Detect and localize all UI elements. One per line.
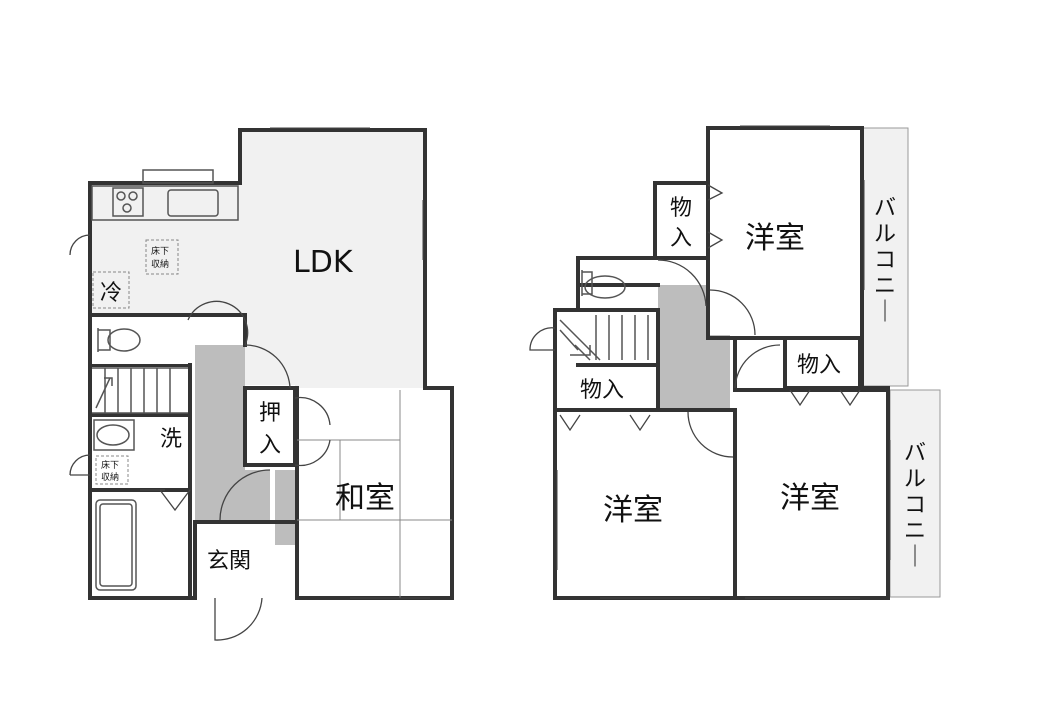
wall-stair-mono — [553, 308, 660, 412]
room-door-icon — [734, 344, 781, 389]
bathtub-icon — [95, 499, 137, 591]
side-door-icon — [69, 454, 91, 476]
side-door-icon — [69, 234, 91, 256]
label-oshiire: 押 入 — [259, 401, 288, 458]
wall-toilet-stair — [88, 363, 192, 600]
label-ldk: LDK — [293, 245, 354, 280]
closet-door-icon — [707, 184, 724, 249]
hallway-2f — [658, 285, 730, 410]
toilet-door-icon — [187, 300, 249, 346]
floor-1: LDK 和室 玄関 冷 洗 押 入 床下 収納 床下 収納 — [69, 127, 454, 641]
stove-icon — [112, 187, 144, 217]
toilet-tank-icon — [581, 270, 593, 296]
room-door-icon — [687, 411, 734, 458]
closet-door-icon — [559, 414, 651, 432]
label-yoshitsu-top: 洋室 — [745, 221, 805, 256]
toilet-icon — [584, 275, 626, 299]
kitchen-counter — [91, 185, 239, 221]
label-balcony-top: バルコニ｜ — [874, 196, 896, 325]
ldk-floor — [90, 130, 425, 388]
stairs-floor2 — [559, 315, 649, 361]
label-underfloor-top: 床下 収納 — [151, 245, 172, 270]
closet-door-icon — [789, 389, 861, 407]
tatami-lines — [297, 390, 452, 598]
label-mono-top: 物 入 — [670, 196, 699, 251]
label-genkan: 玄関 — [207, 549, 251, 574]
label-mono-right: 物入 — [797, 353, 841, 378]
label-washitsu: 和室 — [335, 481, 395, 516]
bathtub-inner — [99, 503, 133, 587]
underfloor-storage-box — [95, 455, 129, 485]
burner-icon — [116, 191, 126, 201]
fridge-box — [92, 271, 130, 309]
balcony-top — [861, 127, 909, 387]
stairs-floor1 — [92, 367, 188, 414]
label-yoshitsu-left: 洋室 — [603, 493, 663, 528]
hall-strip — [275, 470, 297, 545]
toilet-icon — [107, 328, 141, 352]
label-rei: 冷 — [100, 281, 122, 306]
sink — [167, 189, 219, 217]
side-door-icon — [529, 327, 556, 351]
mono-right-wall — [783, 338, 862, 390]
washbasin-icon — [96, 424, 130, 446]
label-mono-mid: 物入 — [580, 378, 624, 403]
underfloor-storage-box — [145, 239, 179, 275]
toilet-door-icon — [657, 259, 707, 307]
oshiire-door-icon — [294, 396, 331, 467]
wash-door-icon — [159, 489, 191, 512]
toilet-tank-icon — [97, 328, 111, 352]
floor-2: 洋室 洋室 洋室 物 入 物入 物入 バルコニ｜ バルコニ｜ — [529, 125, 941, 600]
label-underfloor-bottom: 床下 収納 — [101, 459, 122, 483]
label-balcony-bottom: バルコニ｜ — [904, 441, 926, 570]
burner-icon — [128, 191, 138, 201]
burner-icon — [122, 203, 132, 213]
ldk-door-icon — [244, 344, 291, 389]
room-door-icon — [709, 289, 756, 336]
balcony-bottom — [889, 389, 941, 598]
washitsu-floor — [297, 390, 452, 598]
label-yoshitsu-right: 洋室 — [780, 481, 840, 516]
hallway — [190, 345, 270, 520]
entrance-door-icon — [214, 597, 263, 641]
label-sen: 洗 — [160, 427, 182, 452]
vanity-icon — [93, 419, 135, 451]
kitchen-window-box — [142, 169, 214, 184]
hall-door-icon — [219, 469, 271, 521]
wall-yoshitsu-divider — [656, 408, 737, 600]
floor1-outer-wall — [88, 128, 454, 600]
wall-kitchen-bottom — [88, 313, 247, 347]
